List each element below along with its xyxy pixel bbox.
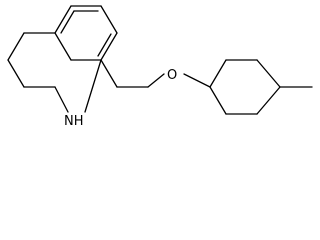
bond-n-c5 <box>84 59 102 113</box>
benzene-ring <box>54 5 118 61</box>
nh-atom-label: NH <box>64 114 84 129</box>
bond-cy1-cy2 <box>209 59 227 88</box>
bond-ring-ch2 <box>100 59 118 88</box>
bond-c3-c4 <box>100 32 118 61</box>
bond-cy3-cy4 <box>256 59 281 88</box>
molecule-structure: O NH <box>7 5 313 129</box>
ether-linker <box>100 59 211 88</box>
bond-cy4-cy5 <box>256 86 281 115</box>
bond-c6-c1 <box>54 5 72 34</box>
structure-canvas: O NH <box>7 5 313 129</box>
bond-cy6-cy1 <box>209 86 227 115</box>
cyclohexane-ring <box>209 59 313 115</box>
double-bond-left <box>60 10 75 34</box>
bond-c2-c3 <box>100 5 118 34</box>
bond-o-cy <box>183 73 211 88</box>
oxygen-atom-label: O <box>167 68 177 83</box>
bond-c5-c6 <box>54 32 72 61</box>
bond-c8-c9 <box>7 59 25 88</box>
tetrahydro-ring <box>7 32 102 113</box>
bond-ch2-o <box>147 73 165 88</box>
double-bond-right <box>97 33 112 57</box>
bond-c7-c8 <box>7 32 25 61</box>
bond-c10-n <box>54 86 69 113</box>
